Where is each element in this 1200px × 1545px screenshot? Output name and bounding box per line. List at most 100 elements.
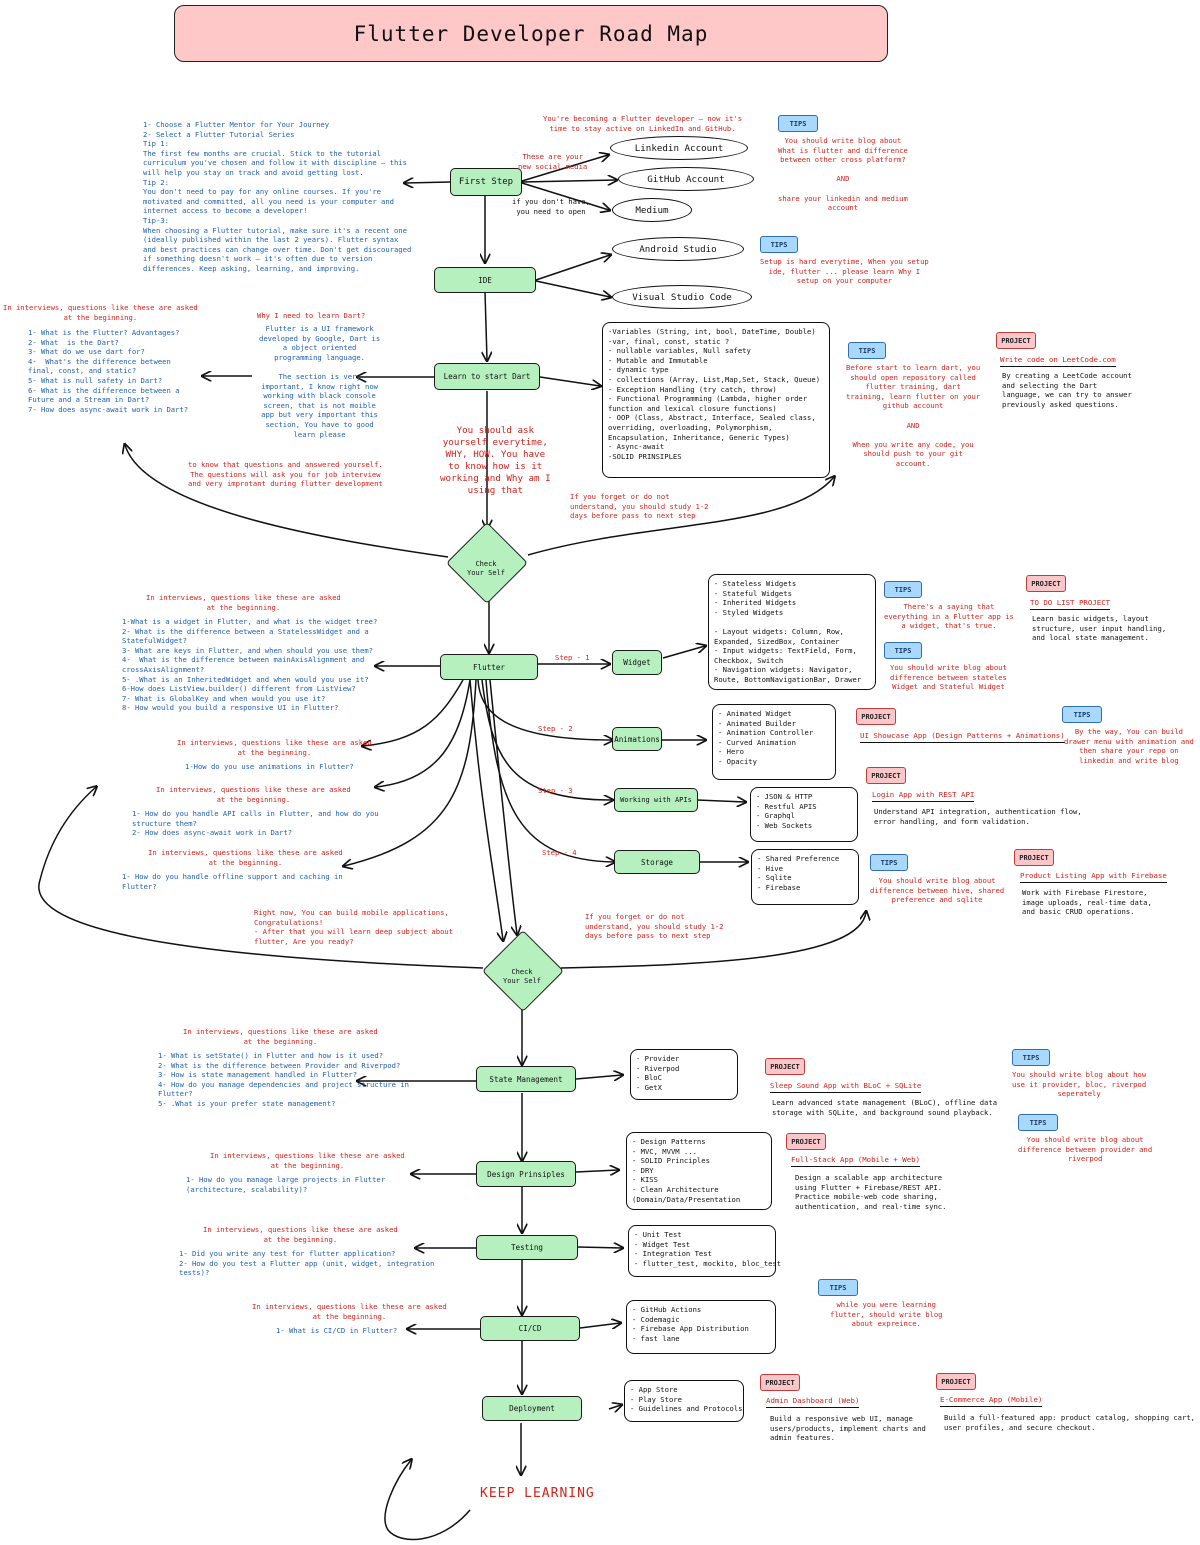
first-step-tips-text: 1- Choose a Flutter Mentor for Your Jour… [143, 120, 412, 273]
tips-tag: TIPS [1012, 1049, 1050, 1066]
state-tips-1: You should write blog about how use it p… [1012, 1070, 1147, 1099]
project-tag: PROJECT [1014, 849, 1054, 866]
project-tag: PROJECT [1026, 575, 1066, 592]
tips-tag: TIPS [870, 854, 908, 871]
storage-tips-body: You should write blog about difference b… [870, 876, 1005, 905]
tips-tag: TIPS [1062, 706, 1102, 723]
sleep-sound-project-title: Sleep Sound App with BLoC + SQLite [770, 1081, 922, 1093]
tips-tag: TIPS [760, 236, 798, 253]
widget-tips-1: There's a saying that everything in a Fl… [884, 602, 1014, 631]
dart-tips-body: Before start to learn dart, you should o… [846, 363, 981, 468]
leetcode-project-body: By creating a LeetCode account and selec… [1002, 371, 1132, 409]
dart-forget-note: If you forget or do not understand, you … [570, 492, 709, 521]
tips-tag: TIPS [848, 342, 886, 359]
todo-project-title: TO DO LIST PROJECT [1030, 598, 1111, 610]
login-project-body: Understand API integration, authenticati… [874, 807, 1082, 826]
anim-interview-header: In interviews, questions like these are … [177, 738, 372, 757]
check-yourself-label-1: Check Your Self [467, 560, 505, 577]
first-step-tips-body: You should write blog about What is flut… [778, 136, 908, 213]
state-interview-header: In interviews, questions like these are … [183, 1027, 378, 1046]
ecommerce-project-title: E-Commerce App (Mobile) [940, 1395, 1043, 1407]
deployment-node[interactable]: Deployment [482, 1396, 582, 1421]
first-step-node[interactable]: First Step [450, 168, 522, 196]
step-2-label: Step - 2 [538, 724, 573, 733]
project-tag: PROJECT [786, 1133, 826, 1150]
ask-yourself-note: You should ask yourself everytime, WHY, … [440, 425, 551, 496]
design-questions: 1- How do you manage large projects in F… [186, 1175, 386, 1194]
dont-have-note: if you don't have, you need to open [512, 197, 590, 216]
state-questions: 1- What is setState() in Flutter and how… [158, 1051, 409, 1108]
project-tag: PROJECT [765, 1058, 805, 1075]
cicd-interview-header: In interviews, questions like these are … [252, 1302, 447, 1321]
design-list-box: - Design Patterns - MVC, MVVM ... - SOLI… [626, 1132, 772, 1210]
learn-dart-node[interactable]: Learn to start Dart [434, 363, 540, 390]
design-interview-header: In interviews, questions like these are … [210, 1151, 405, 1170]
cicd-node[interactable]: CI/CD [480, 1316, 580, 1341]
to-know-note: to know that questions and answered your… [188, 460, 383, 489]
storage-questions: 1- How do you handle offline support and… [122, 872, 343, 891]
why-dart-title: Why I need to learn Dart? [257, 311, 366, 320]
testing-interview-header: In interviews, questions like these are … [203, 1225, 398, 1244]
cicd-list-box: - GitHub Actions - Codemagic - Firebase … [626, 1300, 776, 1354]
deployment-list-box: - App Store - Play Store - Guidelines an… [624, 1380, 744, 1422]
dart-topics-box: -Variables (String, int, bool, DateTime,… [602, 322, 830, 478]
project-tag: PROJECT [996, 332, 1036, 349]
project-tag: PROJECT [856, 708, 896, 725]
tips-tag: TIPS [778, 115, 818, 132]
medium-account: Medium [612, 198, 692, 222]
step-3-label: Step - 3 [538, 786, 573, 795]
testing-questions: 1- Did you write any test for flutter ap… [179, 1249, 435, 1278]
state-tips-2: You should write blog about difference b… [1018, 1135, 1153, 1164]
leetcode-project-title: Write code on LeetCode.com [1000, 355, 1116, 367]
full-stack-project-body: Design a scalable app architecture using… [795, 1173, 947, 1211]
ide-tips-body: Setup is hard everytime, When you setup … [760, 257, 929, 286]
admin-dashboard-project-body: Build a responsive web UI, manage users/… [770, 1414, 926, 1443]
github-account: GitHub Account [618, 167, 754, 191]
dart-interview-header: In interviews, questions like these are … [3, 303, 198, 322]
animations-list-box: - Animated Widget - Animated Builder - A… [712, 704, 836, 780]
anim-questions: 1-How do you use animations in Flutter? [185, 762, 354, 771]
testing-node[interactable]: Testing [476, 1235, 578, 1260]
state-list-box: - Provider - Riverpod - BloC - GetX [630, 1049, 738, 1100]
linkedin-account: Linkedin Account [610, 136, 748, 160]
login-project-title: Login App with REST API [872, 790, 975, 802]
cicd-tips-body: while you were learning flutter, should … [830, 1300, 943, 1329]
tips-tag: TIPS [884, 581, 922, 598]
ui-showcase-project-title: UI Showcase App (Design Patterns + Anima… [860, 731, 1065, 743]
animations-node[interactable]: Animations [612, 727, 662, 751]
check-yourself-label-2: Check Your Self [503, 968, 541, 985]
admin-dashboard-project-title: Admin Dashboard (Web) [766, 1396, 860, 1408]
working-with-apis-node[interactable]: Working with APIs [614, 788, 698, 812]
social-note: You're becoming a Flutter developer – no… [543, 114, 743, 133]
product-listing-project-body: Work with Firebase Firestore, image uplo… [1022, 888, 1152, 917]
widget-list-box: - Stateless Widgets - Stateful Widgets -… [708, 574, 876, 690]
widget-tips-2: You should write blog about difference b… [890, 663, 1007, 692]
testing-list-box: - Unit Test - Widget Test - Integration … [628, 1225, 781, 1277]
design-principles-node[interactable]: Design Prinsiples [476, 1161, 576, 1187]
android-studio: Android Studio [612, 237, 744, 261]
anim-tips-body: By the way, You can build drawer menu wi… [1064, 727, 1194, 765]
ide-node[interactable]: IDE [434, 267, 536, 293]
full-stack-project-title: Full-Stack App (Mobile + Web) [791, 1155, 921, 1167]
project-tag: PROJECT [936, 1373, 976, 1390]
flutter-interview-header: In interviews, questions like these are … [146, 593, 341, 612]
api-questions: 1- How do you handle API calls in Flutte… [132, 809, 379, 838]
project-tag: PROJECT [866, 767, 906, 784]
page-title: Flutter Developer Road Map [174, 5, 888, 62]
storage-node[interactable]: Storage [614, 850, 700, 874]
flutter-node[interactable]: Flutter [440, 654, 538, 680]
cicd-questions: 1- What is CI/CD in Flutter? [276, 1326, 398, 1335]
widget-node[interactable]: Widget [612, 650, 662, 675]
dart-questions: 1- What is the Flutter? Advantages? 2- W… [28, 328, 189, 414]
why-dart-body: Flutter is a UI framework developed by G… [259, 324, 381, 439]
storage-list-box: - Shared Preference - Hive - Sqlite - Fi… [751, 849, 859, 905]
ecommerce-project-body: Build a full-featured app: product catal… [944, 1413, 1195, 1432]
api-list-box: - JSON & HTTP - Restful APIS - Graphql -… [750, 787, 858, 842]
new-social-media-note: These are your new social media [518, 152, 588, 171]
state-management-node[interactable]: State Management [476, 1066, 576, 1092]
right-now-note: Right now, You can build mobile applicat… [254, 908, 454, 946]
product-listing-project-title: Product Listing App with Firebase [1020, 871, 1167, 883]
tips-tag: TIPS [1018, 1114, 1058, 1131]
flutter-forget-note: If you forget or do not understand, you … [585, 912, 724, 941]
